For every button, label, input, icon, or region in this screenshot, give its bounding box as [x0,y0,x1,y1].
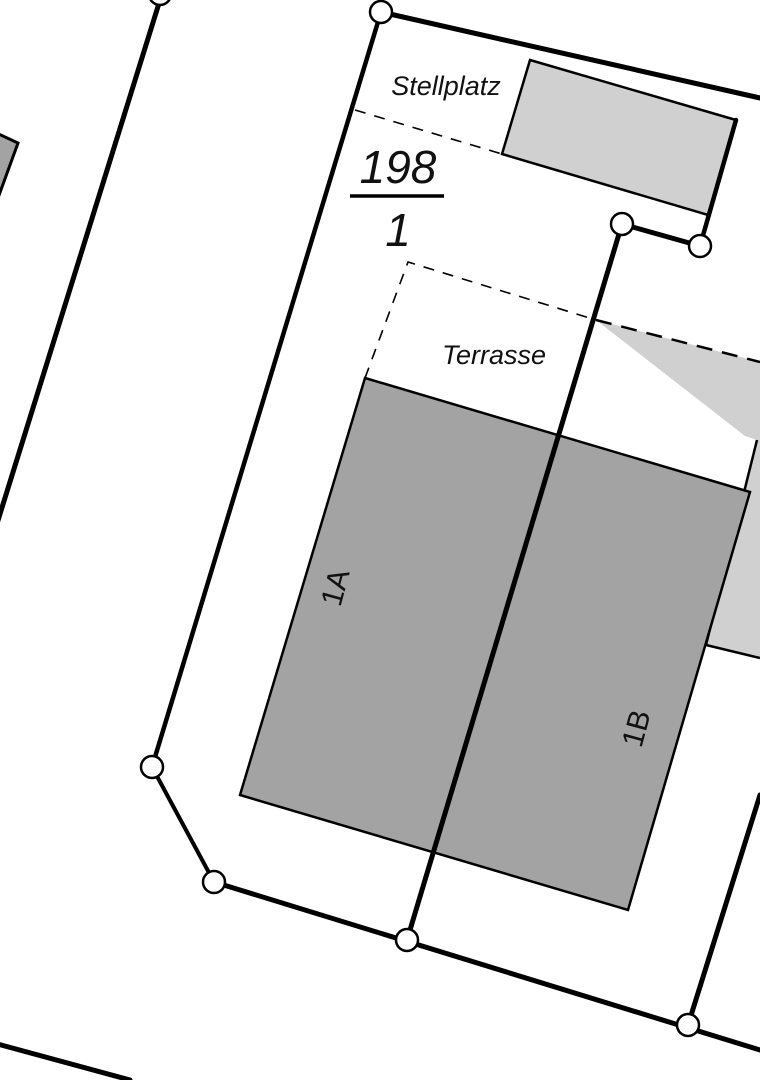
boundary-markers [139,0,713,1038]
dashed-outlines [354,109,760,379]
boundary-small-jog [619,221,703,249]
boundary-bottom [211,879,760,1053]
parking-divider [354,109,503,155]
parcel-sub-number: 1 [385,204,411,256]
terrace-label: Terrasse [442,340,546,370]
boundary-marker-icon [609,211,635,237]
boundary-marker-icon [394,927,420,953]
neighbor-building-right [596,320,760,658]
boundary-carport-right [697,117,739,249]
neighbor-building-right-bottom [705,643,760,660]
boundary-marker-icon [675,1012,701,1038]
neighbor-building-dashed-edge [595,318,760,364]
terrace-outline [364,261,597,379]
boundary-right-parcel-line [685,792,760,1028]
boundary-outer-parcel [378,9,760,101]
neighbor-building-left [0,132,20,197]
boundary-marker-icon [687,233,713,259]
boundary-marker-icon [201,869,227,895]
parking-label: Stellplatz [391,71,501,101]
boundary-left-chamfer [150,765,216,884]
boundary-bottom-left-line [0,1042,133,1080]
parcel-number: 198 [360,141,437,193]
boundary-left-side [149,9,384,770]
boundary-neighbor-left-line [0,0,163,523]
boundary-division-line [404,221,625,943]
boundary-marker-icon [139,754,165,780]
boundary-marker-icon [368,0,394,25]
boundary-marker-icon [149,0,171,7]
